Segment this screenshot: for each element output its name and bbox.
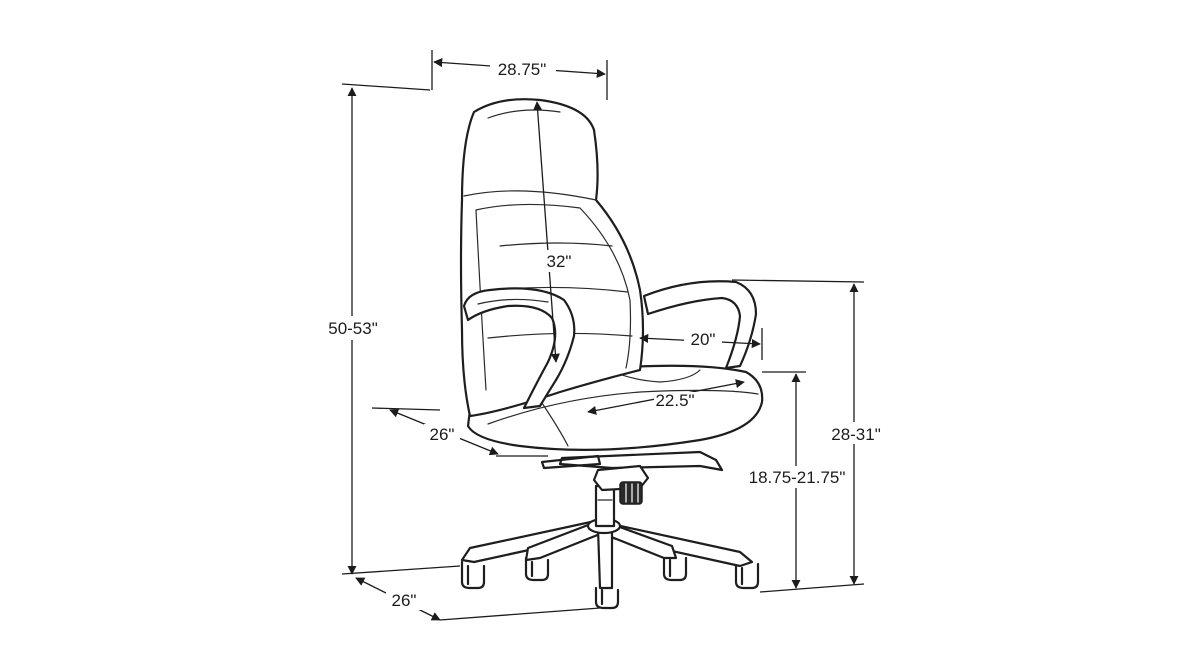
base-width-label: 26"	[392, 591, 417, 610]
seat-depth-label: 22.5"	[655, 391, 694, 410]
seat-width-label: 20"	[691, 330, 716, 349]
overall-height-top-tick	[341, 83, 431, 91]
chair-base	[460, 484, 754, 590]
back-height-label: 32"	[547, 252, 572, 271]
base-depth-top-tick	[371, 407, 441, 411]
base-width-bottom-tick	[439, 607, 601, 621]
arm-height-top-tick	[731, 279, 865, 283]
dimension-labels: 28.75" 50-53" 32" 20" 22.5" 26" 26" 28-3…	[322, 57, 886, 610]
back-height-dimension-line	[533, 101, 560, 363]
overall-height-bottom-tick	[341, 565, 461, 575]
chair-casters	[460, 556, 760, 610]
arm-height-label: 28-31"	[831, 425, 881, 444]
chair-mechanism	[540, 450, 724, 505]
office-chair-illustration	[459, 98, 764, 610]
base-depth-label: 26"	[430, 425, 455, 444]
arm-height-bottom-tick	[759, 583, 865, 593]
seat-height-label: 18.75-21.75"	[749, 468, 846, 487]
overall-height-label: 50-53"	[328, 319, 378, 338]
chair-right-armrest	[642, 280, 758, 370]
top-width-label: 28.75"	[498, 60, 547, 79]
